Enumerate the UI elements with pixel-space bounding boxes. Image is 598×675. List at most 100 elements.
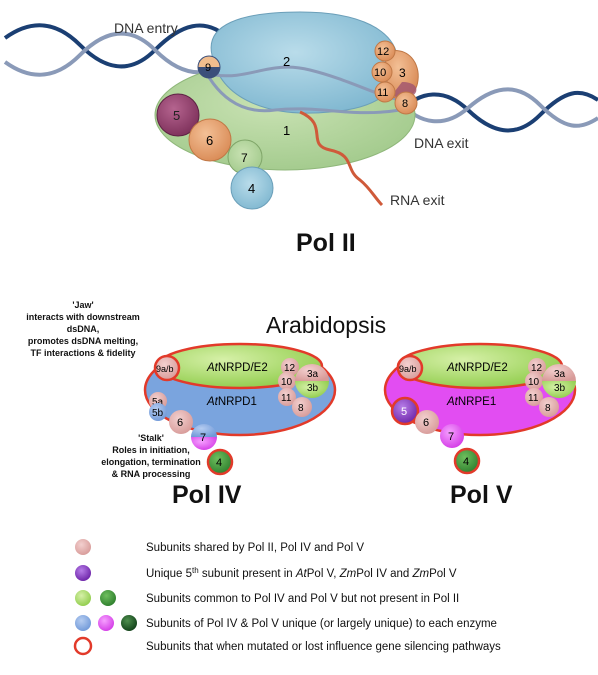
pol2-diagram: 3 12 10 11 8 9 5 6 7 4 1 2 DNA entry DNA… bbox=[3, 11, 598, 257]
pol5-label-4: 4 bbox=[463, 456, 469, 468]
dna-through-template bbox=[198, 59, 401, 115]
pol5-label-12: 12 bbox=[531, 363, 543, 374]
pol4-label-12: 12 bbox=[284, 363, 296, 374]
pol4-diagram: AtNRPD/E2 AtNRPD1 9a/b 5a 5b 6 7 4 12 10… bbox=[143, 342, 337, 509]
legend-purple-dot bbox=[75, 565, 91, 581]
pol4-label-3a: 3a bbox=[307, 369, 319, 380]
pol2-label-7: 7 bbox=[241, 151, 248, 165]
legend: Subunits shared by Pol II, Pol IV and Po… bbox=[73, 539, 501, 656]
pol4-label-8: 8 bbox=[298, 403, 304, 414]
pol2-label-10: 10 bbox=[374, 67, 386, 79]
pol4-label-6: 6 bbox=[177, 417, 183, 429]
pol4-top-label: AtNRPD/E2 bbox=[206, 362, 268, 374]
pol2-label-3: 3 bbox=[399, 66, 406, 80]
pol2-label-5: 5 bbox=[173, 108, 180, 123]
pol4-label-11: 11 bbox=[281, 393, 292, 404]
jaw-line-3: promotes dsDNA melting, bbox=[28, 336, 138, 346]
pol5-label-5: 5 bbox=[401, 406, 407, 418]
jaw-line-2: dsDNA, bbox=[67, 324, 100, 334]
dna-strand-left-b bbox=[3, 31, 232, 77]
legend-lightgreen-dot bbox=[75, 590, 91, 606]
legend-blue-dot bbox=[75, 615, 91, 631]
pol5-subunit-12 bbox=[528, 358, 546, 376]
rna-exit-label: RNA exit bbox=[390, 192, 445, 208]
pol2-title: Pol II bbox=[296, 229, 356, 257]
pol4-subunit-8 bbox=[292, 397, 312, 417]
jaw-line-4: TF interactions & fidelity bbox=[30, 348, 135, 358]
pol5-label-6: 6 bbox=[423, 417, 429, 429]
pol4-label-3b: 3b bbox=[307, 383, 319, 394]
jaw-title: 'Jaw' bbox=[72, 300, 93, 310]
pol4-body-label: AtNRPD1 bbox=[206, 396, 257, 408]
pol5-subunit-11 bbox=[525, 388, 543, 406]
pol4-subunit-4 bbox=[206, 448, 234, 476]
pol4-label-10: 10 bbox=[281, 377, 293, 388]
pol2-label-11: 11 bbox=[377, 87, 388, 99]
pol5-label-3b: 3b bbox=[554, 383, 566, 394]
pol4-label-5a: 5a bbox=[152, 397, 164, 408]
stalk-line-3: & RNA processing bbox=[112, 469, 191, 479]
pol5-label-3a: 3a bbox=[554, 369, 566, 380]
pol4-subunit-7-lower bbox=[191, 437, 217, 450]
pol5-label-10: 10 bbox=[528, 377, 540, 388]
pol2-label-9: 9 bbox=[205, 62, 211, 74]
rna-strand bbox=[299, 110, 384, 207]
dna-exit-label: DNA exit bbox=[414, 135, 469, 151]
pol2-label-4: 4 bbox=[248, 181, 255, 196]
pol4-subunit-7 bbox=[191, 424, 217, 437]
stalk-annotation: 'Stalk' Roles in initiation, elongation,… bbox=[101, 433, 201, 479]
stalk-title: 'Stalk' bbox=[138, 433, 164, 443]
pol5-label-11: 11 bbox=[528, 393, 539, 404]
pol2-label-1: 1 bbox=[283, 123, 290, 138]
legend-text-2: Unique 5th subunit present in AtPol V, Z… bbox=[146, 566, 457, 580]
pol2-subunit-4 bbox=[230, 166, 274, 210]
jaw-line-1: interacts with downstream bbox=[26, 312, 140, 322]
pol2-label-8: 8 bbox=[402, 98, 408, 110]
pol5-subunit-3b bbox=[542, 381, 576, 398]
pol5-subunit-3a bbox=[542, 364, 576, 381]
legend-text-5: Subunits that when mutated or lost influ… bbox=[146, 641, 501, 653]
pol5-subunit-5 bbox=[390, 396, 420, 426]
stalk-line-2: elongation, termination bbox=[101, 457, 201, 467]
pol5-subunit-10 bbox=[525, 372, 543, 390]
pol5-top-label: AtNRPD/E2 bbox=[446, 362, 508, 374]
pol4-label-7: 7 bbox=[200, 432, 206, 444]
legend-pink-dot bbox=[75, 539, 91, 555]
pol5-label-7: 7 bbox=[448, 431, 454, 443]
legend-text-4: Subunits of Pol IV & Pol V unique (or la… bbox=[146, 618, 497, 630]
pol5-label-8: 8 bbox=[545, 403, 551, 414]
pol5-subunit-7 bbox=[440, 424, 464, 448]
legend-darkestgreen-dot bbox=[121, 615, 137, 631]
pol4-subunit-3b bbox=[295, 381, 329, 398]
pol5-label-9ab: 9a/b bbox=[399, 364, 417, 374]
stalk-line-1: Roles in initiation, bbox=[112, 445, 190, 455]
pol2-label-6: 6 bbox=[206, 133, 213, 148]
dna-strand-right-a bbox=[398, 91, 598, 133]
pol2-subunit-9-shade bbox=[198, 67, 220, 78]
pol5-subunit-6 bbox=[415, 410, 439, 434]
pol5-subunit-9ab bbox=[396, 354, 424, 382]
pol2-subunit-12 bbox=[374, 40, 396, 62]
pol4-label-4: 4 bbox=[216, 457, 222, 469]
pol4-label-9ab: 9a/b bbox=[156, 364, 174, 374]
pol4-subunit-10 bbox=[278, 372, 296, 390]
dna-strand-right-b bbox=[398, 87, 598, 128]
pol4-subunit-9ab bbox=[153, 354, 181, 382]
pol4-subunit-12 bbox=[281, 358, 299, 376]
pol4-label-5b: 5b bbox=[152, 408, 164, 419]
legend-magenta-dot bbox=[98, 615, 114, 631]
pol4-subunit-3a bbox=[295, 364, 329, 381]
pol2-label-2: 2 bbox=[283, 54, 290, 69]
legend-text-3: Subunits common to Pol IV and Pol V but … bbox=[146, 593, 459, 605]
pol5-title: Pol V bbox=[450, 481, 513, 509]
pol5-subunit-8 bbox=[539, 397, 559, 417]
dna-strand-left-a bbox=[3, 23, 232, 69]
legend-text-1: Subunits shared by Pol II, Pol IV and Po… bbox=[146, 542, 364, 554]
pol4-subunit-5b bbox=[149, 403, 167, 421]
pol2-label-12: 12 bbox=[377, 46, 389, 58]
arabidopsis-title: Arabidopsis bbox=[266, 312, 386, 338]
dna-entry-label: DNA entry bbox=[114, 20, 178, 36]
jaw-annotation: 'Jaw' interacts with downstream dsDNA, p… bbox=[26, 300, 140, 358]
legend-darkgreen-dot bbox=[100, 590, 116, 606]
pol4-subunit-11 bbox=[278, 388, 296, 406]
